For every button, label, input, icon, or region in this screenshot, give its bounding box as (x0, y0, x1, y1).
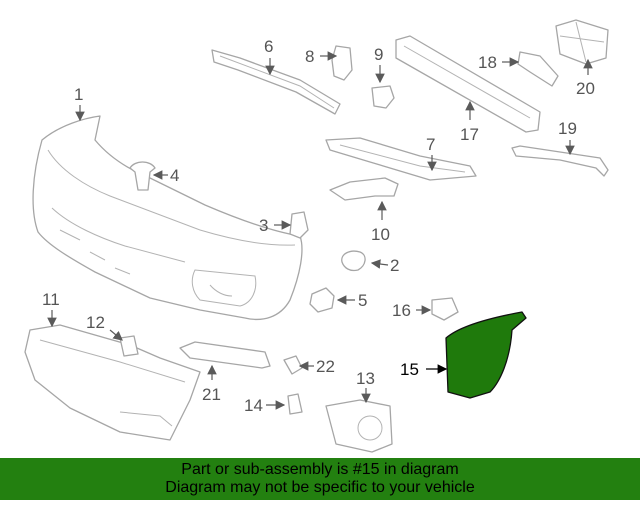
support-part-7 (325, 137, 477, 181)
callout-16: 16 (392, 301, 411, 320)
callout-3: 3 (259, 216, 268, 235)
brace-part-19 (511, 145, 609, 177)
skid-plate-part-11 (24, 324, 201, 441)
callout-18: 18 (478, 53, 497, 72)
clip-part-14 (287, 393, 303, 415)
callout-19: 19 (558, 119, 577, 138)
callout-22: 22 (316, 357, 335, 376)
callout-labels: 1 2 3 4 5 6 7 8 9 10 11 12 13 14 15 16 1… (42, 37, 595, 415)
cap-part-9 (371, 85, 395, 109)
callout-21: 21 (202, 385, 221, 404)
callout-7: 7 (426, 135, 435, 154)
callout-8: 8 (305, 47, 314, 66)
bracket-part-3 (289, 211, 309, 239)
banner-line-disclaimer: Diagram may not be specific to your vehi… (165, 479, 475, 496)
bracket-part-12 (119, 335, 139, 357)
retainer-part-5 (309, 287, 335, 313)
callout-20: 20 (576, 79, 595, 98)
impact-beam-part-17 (395, 35, 541, 133)
bumper-cover (32, 115, 303, 321)
mudguard-part-15 (445, 311, 527, 399)
fog-bezel-part-13 (325, 399, 393, 453)
callout-15: 15 (400, 360, 419, 379)
reinforcement-part-6 (211, 49, 341, 115)
callout-1: 1 (74, 85, 83, 104)
trim-part-21 (179, 341, 271, 369)
callout-9: 9 (374, 45, 383, 64)
callout-14: 14 (244, 396, 263, 415)
callout-13: 13 (356, 369, 375, 388)
info-banner: Part or sub-assembly is #15 in diagram D… (0, 458, 640, 500)
bracket-part-10 (329, 177, 399, 201)
callout-17: 17 (460, 125, 479, 144)
callout-2: 2 (390, 256, 399, 275)
bracket-part-16 (431, 297, 459, 321)
retainer-part-22 (283, 355, 303, 375)
push-clip-part-4 (129, 161, 156, 191)
banner-line-part: Part or sub-assembly is #15 in diagram (181, 461, 459, 478)
callout-11: 11 (42, 290, 60, 309)
callout-12: 12 (86, 313, 105, 332)
block-part-20 (555, 19, 609, 65)
callout-6: 6 (264, 37, 273, 56)
bracket-part-18 (517, 51, 559, 87)
callout-5: 5 (358, 291, 367, 310)
callout-10: 10 (371, 225, 390, 244)
parts-diagram: 1 2 3 4 5 6 7 8 9 10 11 12 13 14 15 16 1… (24, 19, 609, 453)
leader-lines (47, 51, 593, 410)
clip-part-2 (341, 250, 366, 272)
bracket-part-8 (331, 45, 353, 81)
callout-4: 4 (170, 166, 179, 185)
